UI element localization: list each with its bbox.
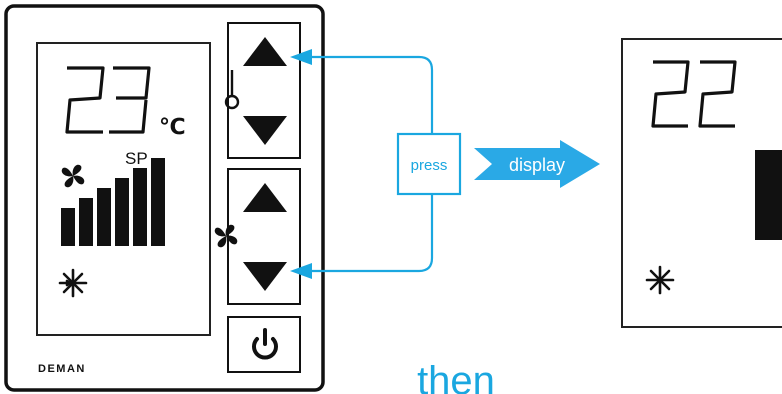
- display-label: display: [509, 155, 565, 175]
- fan-icon: [214, 224, 238, 248]
- thermometer-icon: [224, 70, 240, 110]
- arrowhead-bottom: [290, 263, 312, 279]
- brand-logo: DEMAN: [38, 363, 86, 375]
- fan-speed-bar: [133, 168, 147, 246]
- result-fan-bar: [755, 150, 782, 240]
- temperature-down-button[interactable]: [243, 116, 287, 145]
- temperature-unit: ℃: [159, 114, 186, 139]
- callout: press display then: [290, 49, 600, 394]
- fan-speed-bars: [61, 158, 165, 246]
- fan-speed-bar: [79, 198, 93, 246]
- connector-bottom: [304, 193, 434, 273]
- display-arrow: [474, 140, 600, 188]
- fan-icon: [61, 164, 85, 188]
- fan-buttons: [214, 168, 301, 305]
- fan-speed-up-button[interactable]: [243, 183, 287, 212]
- connector-top: [304, 55, 434, 138]
- fan-speed-bar: [151, 158, 165, 246]
- fan-speed-bar: [97, 188, 111, 246]
- fan-speed-bar: [115, 178, 129, 246]
- temperature-up-button[interactable]: [243, 37, 287, 66]
- then-label: then: [417, 359, 495, 394]
- arrowhead-top: [290, 49, 312, 65]
- fan-speed-down-button[interactable]: [243, 262, 287, 291]
- result-temperature-reading: [651, 60, 737, 128]
- thermostat-device: ℃ SP DEMAN: [4, 4, 325, 392]
- snowflake-icon: [645, 265, 675, 295]
- temperature-buttons: [224, 22, 301, 159]
- temperature-reading: [65, 66, 151, 134]
- snowflake-icon: [58, 268, 88, 298]
- press-label: press: [411, 157, 448, 174]
- fan-speed-bar: [61, 208, 75, 246]
- press-box: [396, 132, 462, 196]
- power-button[interactable]: [227, 316, 301, 373]
- setpoint-label: SP: [125, 149, 148, 168]
- result-display: [621, 38, 782, 328]
- power-icon: [252, 328, 278, 360]
